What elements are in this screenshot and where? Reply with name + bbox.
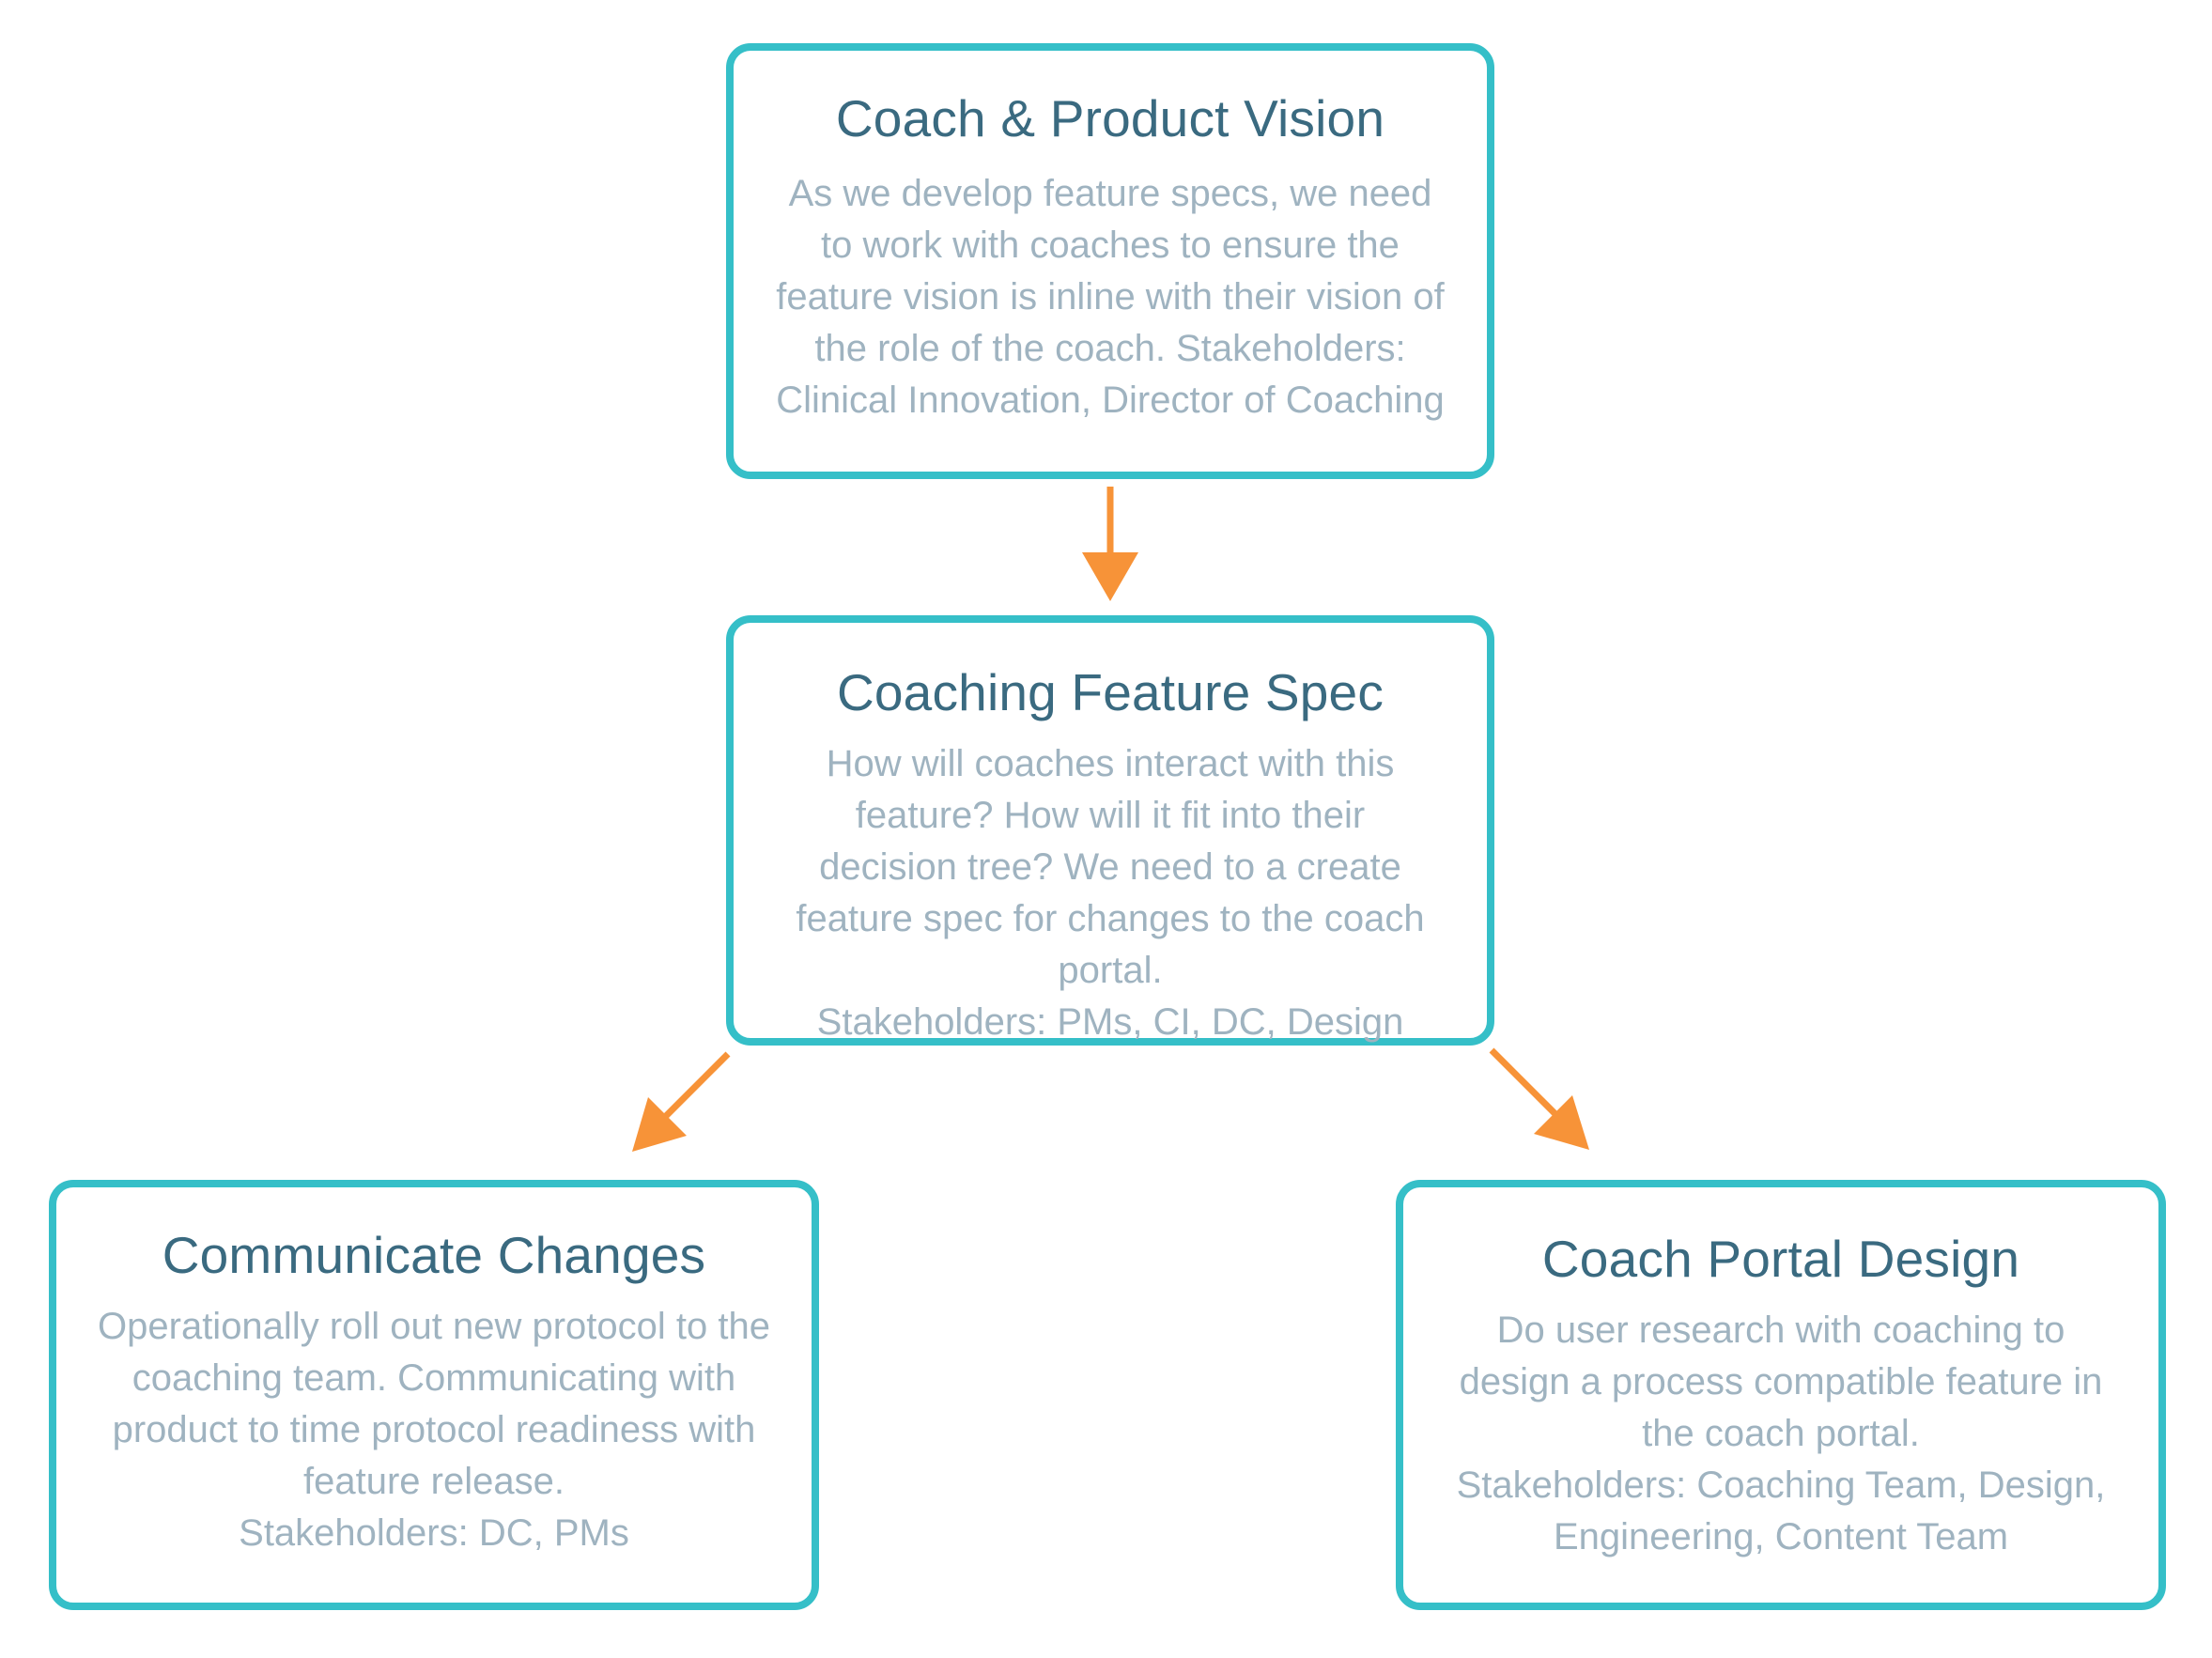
arrow-spec-to-communicate (632, 1051, 731, 1152)
node-communicate-changes[interactable]: Communicate Changes Operationally roll o… (49, 1180, 819, 1610)
node-body: As we develop feature specs, we need to … (776, 172, 1445, 422)
node-body: How will coaches interact with this feat… (796, 742, 1425, 1044)
node-title: Coaching Feature Spec (836, 663, 1384, 721)
node-title: Coach & Product Vision (835, 89, 1385, 147)
node-coaching-feature-spec[interactable]: Coaching Feature Spec How will coaches i… (726, 615, 1494, 1046)
node-body: Operationally roll out new protocol to t… (98, 1305, 770, 1555)
node-coach-product-vision[interactable]: Coach & Product Vision As we develop fea… (726, 43, 1494, 479)
node-title: Communicate Changes (162, 1226, 706, 1284)
node-title: Coach Portal Design (1541, 1230, 2020, 1288)
node-body: Do user research with coaching to design… (1456, 1309, 2106, 1558)
arrow-vision-to-spec (1082, 487, 1138, 601)
node-coach-portal-design[interactable]: Coach Portal Design Do user research wit… (1396, 1180, 2166, 1610)
arrow-spec-to-portal (1489, 1047, 1589, 1150)
